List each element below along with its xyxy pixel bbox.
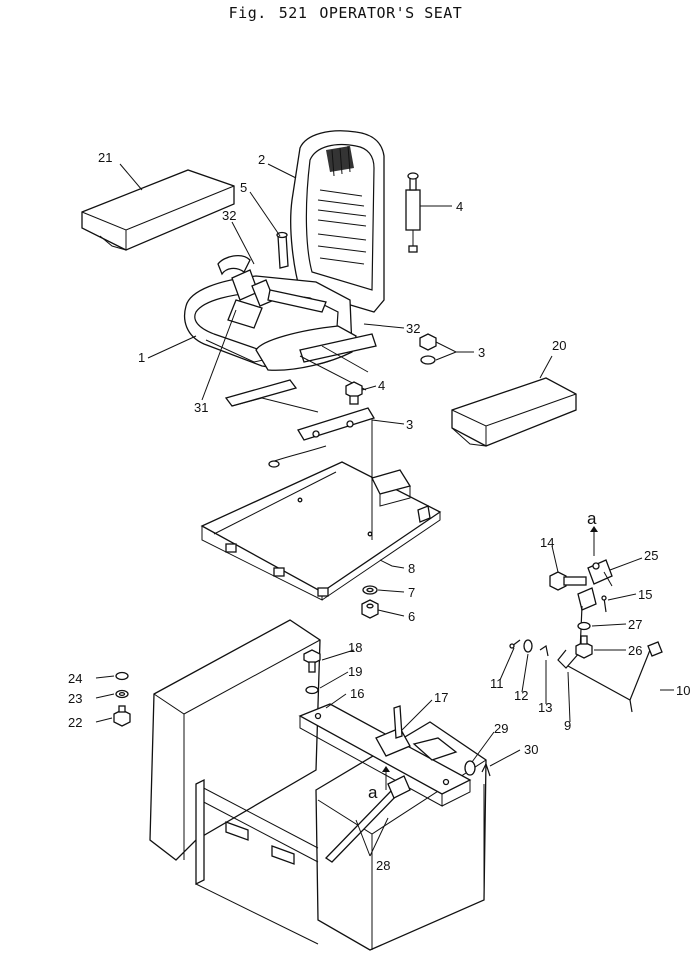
pin-part-30: [481, 762, 491, 777]
washer-part-29: [464, 760, 476, 776]
callout-1: 1: [138, 350, 145, 365]
seat-back-part-2: [290, 130, 385, 313]
callout-7: 7: [408, 585, 415, 600]
callout-3-upper: 3: [478, 345, 485, 360]
callout-30: 30: [524, 742, 538, 757]
callout-4-mid: 4: [378, 378, 385, 393]
lock-bracket-part-25: [587, 559, 613, 587]
armrest-right-part-20: [451, 377, 577, 447]
leader-lines: [95, 163, 674, 890]
figure-number: 521: [278, 4, 308, 22]
washer-part-27: [577, 621, 591, 631]
nut-part-6: [361, 599, 379, 619]
callout-4-top: 4: [456, 199, 463, 214]
pin-part-15: [601, 595, 607, 613]
callout-16: 16: [350, 686, 364, 701]
lever-part-5: [276, 231, 289, 269]
pin-part-11: [509, 639, 521, 649]
callout-31: 31: [194, 400, 208, 415]
callout-24: 24: [68, 671, 82, 686]
callout-18: 18: [348, 640, 362, 655]
figure-title: Fig. 521 OPERATOR'S SEAT: [0, 4, 691, 22]
callout-32-mid: 32: [406, 321, 420, 336]
armrest-left-part-21: [81, 169, 235, 251]
nut-part-22: [113, 705, 131, 727]
pin-part-13: [539, 645, 549, 657]
bolt-part-14: [549, 571, 587, 591]
figure-prefix: Fig.: [228, 4, 267, 22]
nut-part-26: [575, 635, 593, 659]
floor-plate-part-8: [200, 461, 442, 601]
washer-part-23: [115, 689, 129, 699]
callout-2: 2: [258, 152, 265, 167]
damper-part-4: [405, 172, 421, 253]
suspension-linkage-part-3: [224, 333, 377, 468]
callout-6: 6: [408, 609, 415, 624]
callout-26: 26: [628, 643, 642, 658]
callout-22: 22: [68, 715, 82, 730]
callout-25: 25: [644, 548, 658, 563]
callout-27: 27: [628, 617, 642, 632]
bolt-part-4-lower: [345, 381, 363, 405]
rod-part-28: [324, 775, 411, 863]
callout-13: 13: [538, 700, 552, 715]
callout-15: 15: [638, 587, 652, 602]
washer-part-12: [523, 639, 533, 653]
callout-12: 12: [514, 688, 528, 703]
lever-part-17: [375, 705, 458, 761]
ref-a-upper: a: [587, 509, 597, 528]
callout-28: 28: [376, 858, 390, 873]
callout-5: 5: [240, 180, 247, 195]
callout-32-top: 32: [222, 208, 236, 223]
callout-10: 10: [676, 683, 690, 698]
callout-19: 19: [348, 664, 362, 679]
lock-plate-part-9: [557, 587, 597, 669]
callout-11: 11: [490, 676, 504, 691]
bolt-part-18: [303, 649, 321, 673]
callout-29: 29: [494, 721, 508, 736]
washer-part-19: [305, 685, 319, 695]
ref-a-lower: a: [368, 783, 378, 802]
callout-20: 20: [552, 338, 566, 353]
washer-part-24: [115, 671, 129, 681]
washer-part-7: [362, 585, 378, 595]
seat-belt-part-31: [217, 254, 327, 329]
callout-labels: 21 2 5 32 4 1 31 32 3 20 4 3 8 7 6 14 25…: [68, 150, 690, 873]
callout-3-lower: 3: [406, 417, 413, 432]
callout-17: 17: [434, 690, 448, 705]
callout-23: 23: [68, 691, 82, 706]
callout-9: 9: [564, 718, 571, 733]
callout-8: 8: [408, 561, 415, 576]
figure-name: OPERATOR'S SEAT: [319, 4, 463, 22]
rod-part-10: [567, 641, 663, 713]
callout-14: 14: [540, 535, 554, 550]
callout-21: 21: [98, 150, 112, 165]
nut-washer-part-3: [419, 333, 437, 365]
